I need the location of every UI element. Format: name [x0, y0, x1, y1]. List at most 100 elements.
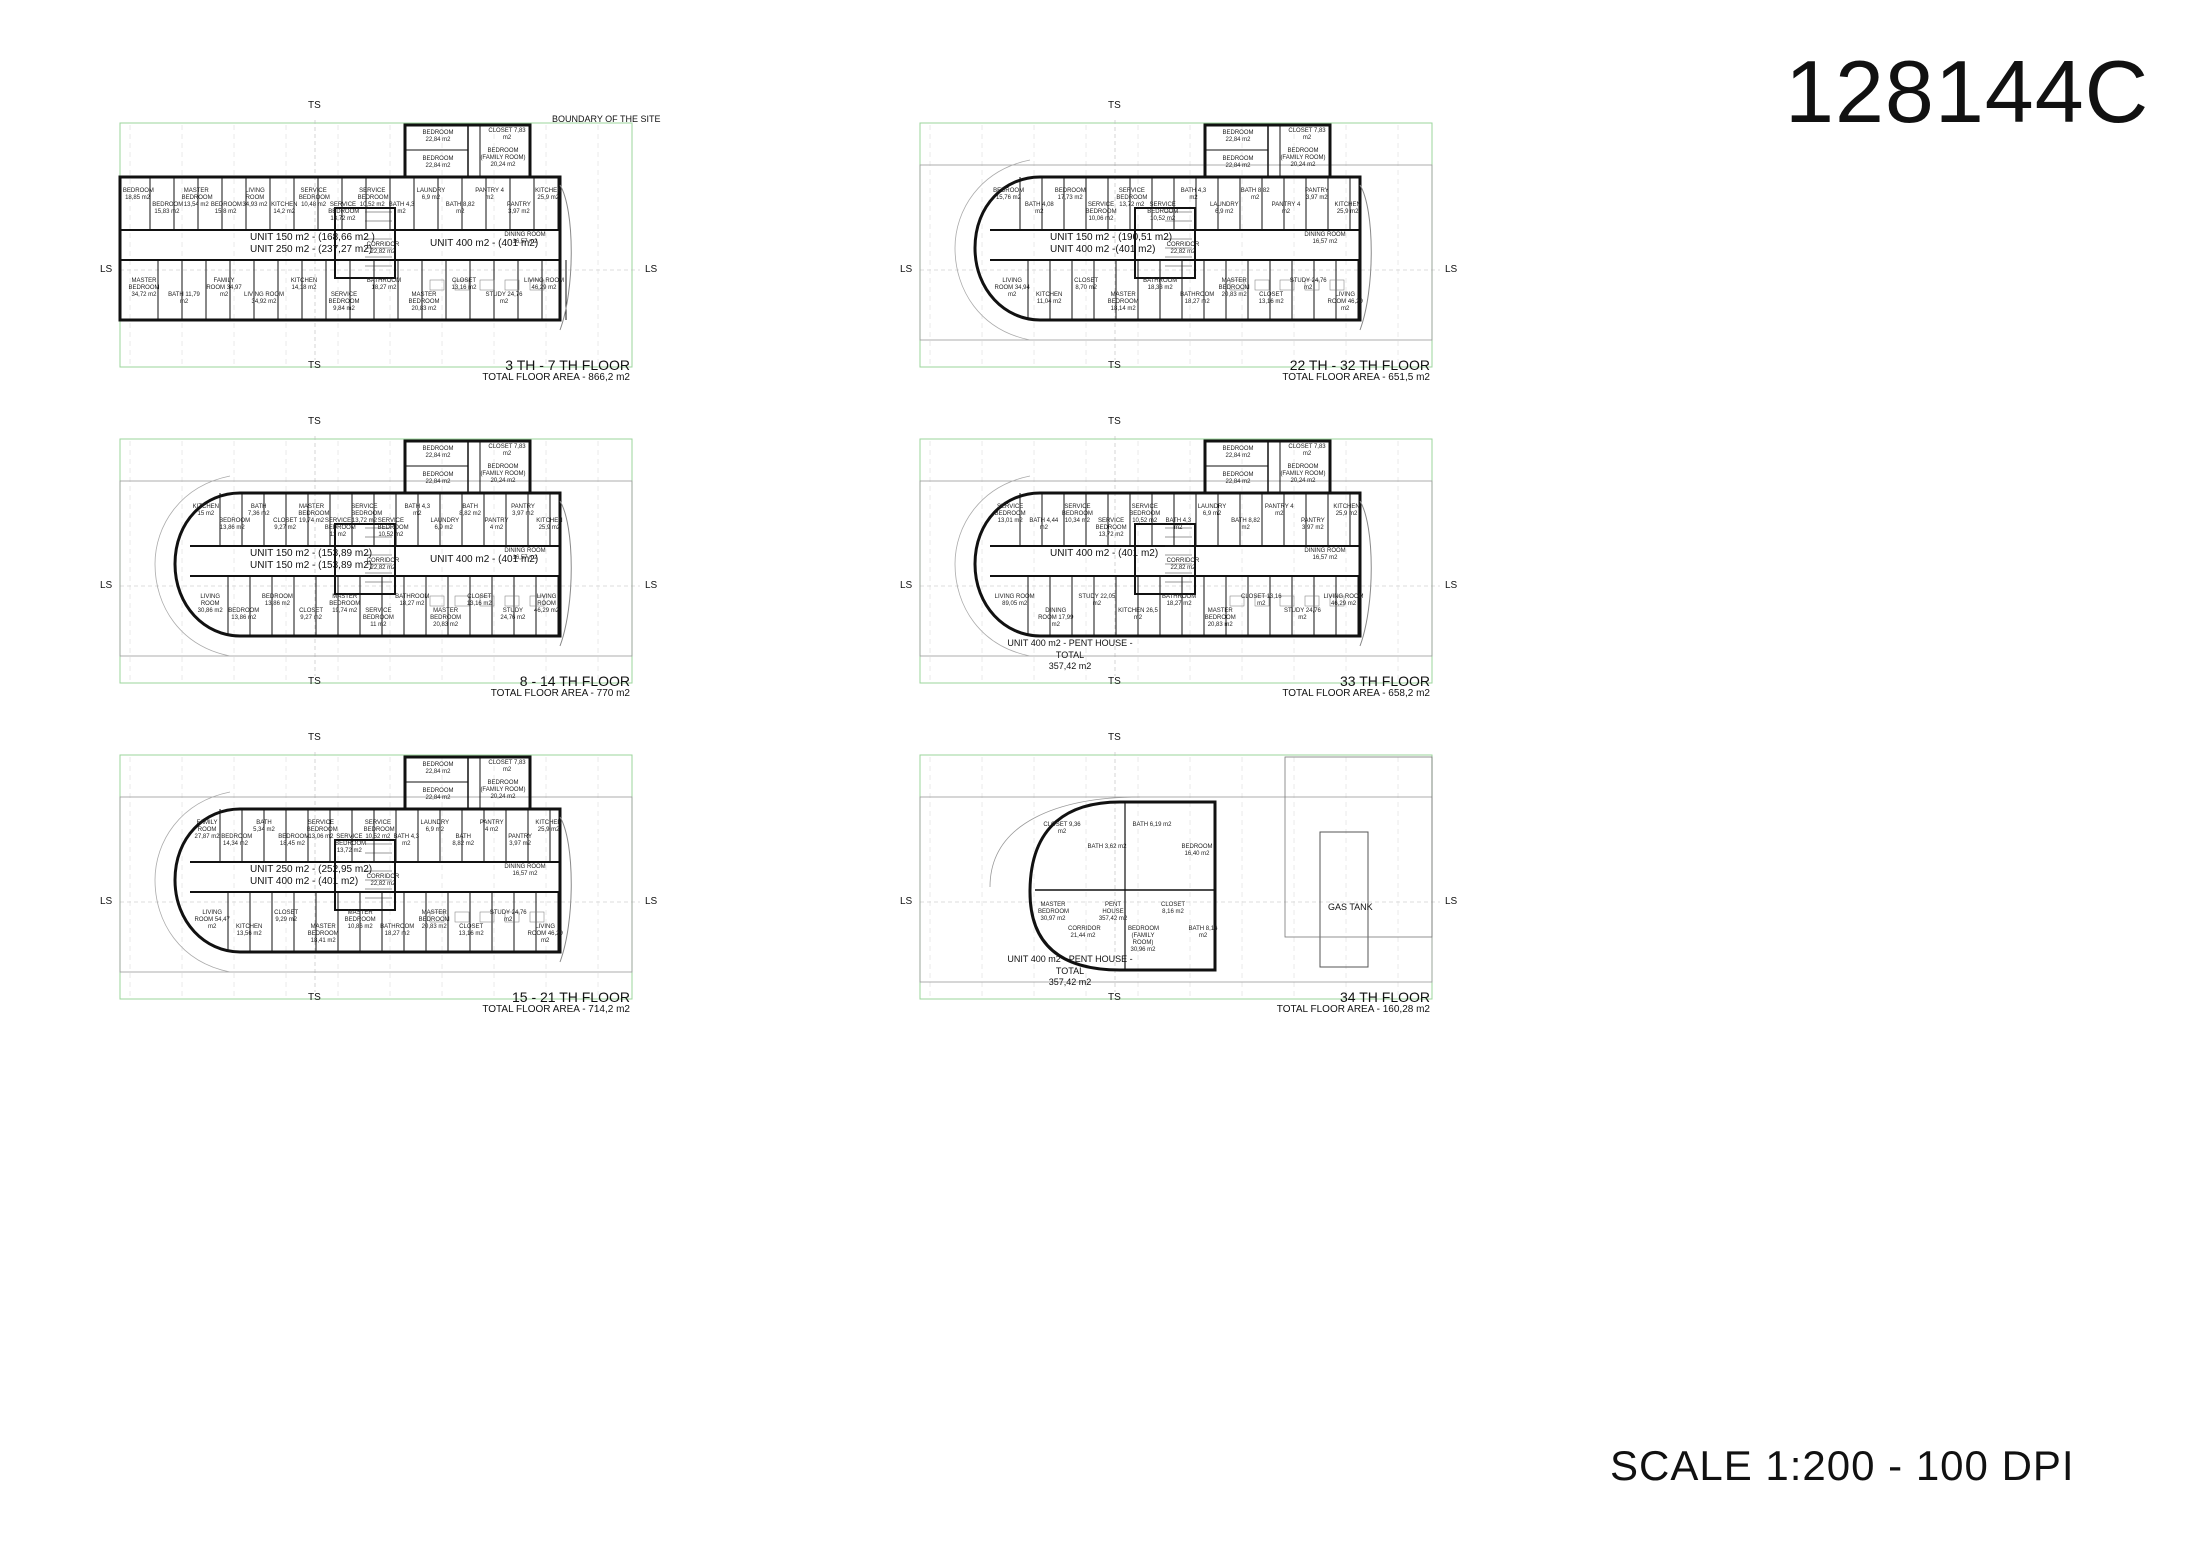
ls-marker-right: LS	[1445, 264, 1458, 275]
furniture	[529, 911, 545, 923]
gas-tank	[1319, 831, 1369, 968]
building-outline	[173, 807, 562, 954]
balcony-curve	[154, 791, 231, 973]
room-label: BEDROOM 15,76 m2	[993, 188, 1025, 201]
room-label: SERVICE BEDROOM 13,72 m2	[351, 504, 383, 524]
ls-marker-right: LS	[645, 264, 658, 275]
plan-area: TOTAL FLOOR AREA - 160,28 m2	[1276, 1004, 1430, 1015]
furniture	[429, 279, 445, 291]
unit-label: UNIT 150 m2 - (153,89 m2)	[250, 548, 373, 559]
furniture	[1304, 279, 1320, 291]
room-label: MASTER BEDROOM 20,83 m2	[408, 292, 440, 312]
penthouse-total-label: UNIT 400 m2 - PENT HOUSE - TOTAL 357,42 …	[1007, 638, 1133, 672]
scale-note: SCALE 1:200 - 100 DPI	[1610, 1442, 2075, 1489]
room-label: CLOSET 8,16 m2	[1160, 902, 1185, 915]
extra-label: GAS TANK	[1328, 902, 1373, 912]
room-label: BEDROOM 13,86 m2	[228, 608, 260, 621]
room-label: BEDROOM 13,86 m2	[261, 594, 293, 607]
room-label: KITCHEN 25,9 m2	[536, 518, 563, 531]
unit-label: UNIT 250 m2 - (237,27 m2)	[250, 244, 373, 255]
service-core	[334, 839, 396, 911]
room-label: PANTRY 3,97 m2	[507, 202, 531, 215]
room-label: KITCHEN 11,04 m2	[1036, 292, 1063, 305]
room-label: PANTRY 4 m2	[484, 518, 509, 531]
corridor-label: CORRIDOR 22,82 m2	[1166, 242, 1200, 255]
balcony-curve	[954, 475, 1031, 657]
furniture	[504, 595, 520, 607]
furniture	[1254, 595, 1270, 607]
room-label: SERVICE BEDROOM 13,01 m2	[994, 504, 1026, 524]
ls-marker-left: LS	[100, 580, 113, 591]
furniture	[454, 911, 470, 923]
furniture	[429, 595, 445, 607]
unit-label: UNIT 150 m2 - (153,89 m2)	[250, 560, 373, 571]
room-label: SERVICE BEDROOM 13,06 m2	[306, 820, 338, 840]
wing-room-label: BEDROOM 22,84 m2	[1222, 446, 1254, 459]
ts-marker-top: TS	[1108, 732, 1121, 743]
ls-marker-left: LS	[100, 264, 113, 275]
room-label: SERVICE BEDROOM 10,52 m2	[1147, 202, 1179, 222]
furniture	[1329, 279, 1345, 291]
wing-room-label: BEDROOM 22,84 m2	[422, 788, 454, 801]
room-label: BEDROOM 17,73 m2	[1054, 188, 1086, 201]
room-label: SERVICE BEDROOM 10,52 m2	[377, 518, 409, 538]
unit-label: UNIT 400 m2 - (401 m2)	[430, 238, 539, 249]
unit-label: UNIT 400 m2 - (401 m2)	[250, 876, 359, 887]
room-label: LIVING ROOM 34,94 m2	[994, 278, 1030, 298]
room-label: MASTER BEDROOM 30,97 m2	[1038, 902, 1070, 922]
building-outline	[173, 491, 562, 638]
room-label: DINING ROOM 17,99 m2	[1038, 608, 1074, 628]
room-label: LIVING ROOM 34,93 m2	[242, 188, 268, 208]
sheet-id: 128144C	[1785, 42, 2150, 141]
room-label: SERVICE BEDROOM 13,72 m2	[1116, 188, 1148, 208]
room-label: KITCHEN 15 m2	[192, 504, 220, 517]
room-label: KITCHEN 14,2 m2	[271, 202, 298, 215]
room-label: BEDROOM 14,34 m2	[221, 834, 253, 847]
room-label: BATH 4,3 m2	[1180, 188, 1207, 201]
unit-label: UNIT 400 m2 - (401 m2)	[1050, 548, 1159, 559]
plan-area: TOTAL FLOOR AREA - 658,2 m2	[1282, 688, 1430, 699]
wing-room-label: BEDROOM 22,84 m2	[422, 156, 454, 169]
ls-marker-right: LS	[1445, 580, 1458, 591]
wing-room-label: CLOSET 7,83 m2	[488, 128, 526, 141]
dining-room-label: DINING ROOM 16,57 m2	[1304, 232, 1346, 245]
dining-room-label: DINING ROOM 16,57 m2	[504, 232, 546, 245]
unit-label: UNIT 400 m2 -(401 m2)	[1050, 244, 1156, 255]
unit-label: UNIT 150 m2 - (168,66 m2 )	[250, 232, 375, 243]
room-label: PANTRY 4 m2	[1264, 504, 1294, 517]
room-label: BATHROOM 18,27 m2	[395, 594, 430, 607]
plan-title: 22 TH - 32 TH FLOOR	[1289, 357, 1430, 373]
room-label: CLOSET 13,16 m2	[1258, 292, 1284, 305]
room-label: BEDROOM 15,83 m2	[152, 202, 184, 215]
room-label: MASTER BEDROOM 19,74 m2	[329, 594, 361, 614]
room-label: LIVING ROOM 54,47 m2	[194, 910, 230, 930]
room-label: STUDY 24,76 m2	[1283, 608, 1321, 621]
wing-room-label: BEDROOM (FAMILY ROOM) 20,24 m2	[480, 148, 526, 168]
east-balcony	[559, 816, 572, 963]
room-label: BATH 11,79 m2	[168, 292, 200, 305]
room-label: PANTRY 4 m2	[479, 820, 504, 833]
building-outline	[973, 175, 1362, 322]
room-label: LAUNDRY 6,9 m2	[416, 188, 446, 201]
ts-marker-top: TS	[1108, 416, 1121, 427]
wing-room-label: BEDROOM 22,84 m2	[1222, 472, 1254, 485]
room-label: KITCHEN 13,56 m2	[236, 924, 263, 937]
furniture	[504, 911, 520, 923]
ls-marker-left: LS	[900, 580, 913, 591]
room-label: CLOSET 9,36 m2	[1043, 822, 1081, 835]
room-label: BEDROOM 18,45 m2	[278, 834, 310, 847]
room-label: BATH 8,82 m2	[1240, 188, 1270, 201]
room-label: PENT HOUSE 357,42 m2	[1098, 902, 1128, 922]
room-label: BATH 4,3 m2	[404, 504, 431, 517]
room-label: SERVICE BEDROOM 10,52 m2	[363, 820, 395, 840]
corridor-label: CORRIDOR 22,82 m2	[366, 558, 400, 571]
room-label: SERVICE BEDROOM 10,48 m2	[298, 188, 330, 208]
room-label: PANTRY 4 m2	[1271, 202, 1301, 215]
room-label: LIVING ROOM 46,29 m2	[1323, 594, 1364, 607]
room-label: BATH 6,19 m2	[1132, 822, 1172, 828]
room-label: BATH 5,34 m2	[253, 820, 275, 833]
room-label: SERVICE BEDROOM 11 m2	[362, 608, 394, 628]
